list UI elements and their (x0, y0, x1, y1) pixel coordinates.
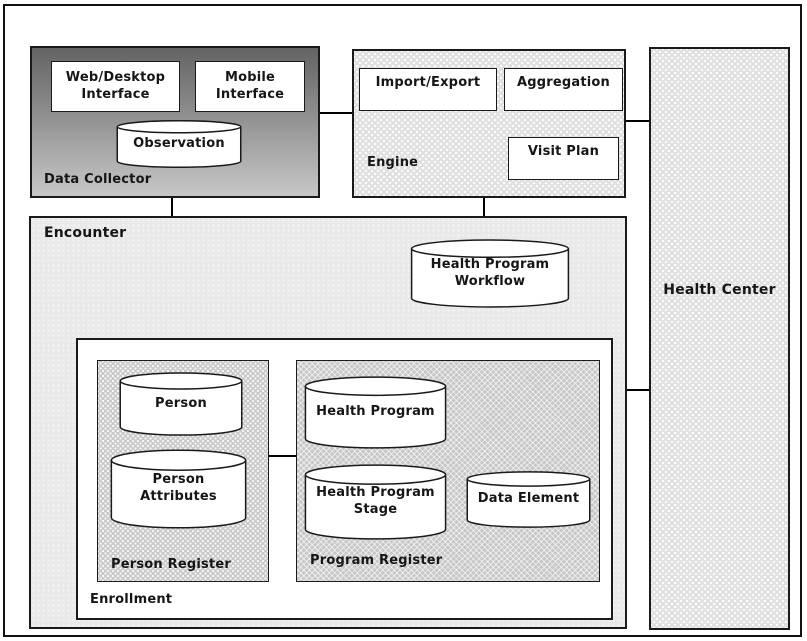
data-element-cylinder: Data Element (466, 471, 591, 528)
health-program-cylinder: Health Program (304, 376, 447, 449)
database-cylinder-icon (116, 120, 242, 168)
aggregation-label: Aggregation (516, 75, 611, 90)
data-collector-box: Web/Desktop Interface Mobile Interface O… (30, 46, 320, 198)
connector-engine-encounter (483, 197, 485, 218)
database-cylinder-icon (110, 449, 247, 529)
connector-engine-healthcenter (625, 120, 650, 122)
outer-border (3, 4, 802, 637)
visit-plan-label: Visit Plan (527, 144, 600, 159)
engine-box: Import/Export Aggregation Visit Plan Eng… (352, 49, 626, 198)
import-export-label: Import/Export (375, 75, 481, 90)
web-desktop-interface-node: Web/Desktop Interface (51, 61, 180, 112)
web-desktop-interface-label: Web/Desktop Interface (65, 69, 166, 102)
health-program-label: Health Program (316, 404, 435, 420)
person-register-label: Person Register (111, 557, 231, 572)
data-element-label: Data Element (477, 491, 580, 507)
visit-plan-node: Visit Plan (508, 137, 619, 180)
observation-cylinder: Observation (116, 120, 242, 168)
mobile-interface-label: Mobile Interface (215, 69, 285, 102)
aggregation-node: Aggregation (504, 68, 623, 111)
health-program-workflow-cylinder: Health Program Workflow (410, 239, 570, 308)
person-attributes-cylinder: Person Attributes (110, 449, 247, 529)
observation-label: Observation (133, 135, 225, 151)
person-attributes-label: Person Attributes (140, 472, 217, 504)
person-cylinder: Person (119, 372, 243, 436)
program-register-label: Program Register (310, 553, 443, 568)
mobile-interface-node: Mobile Interface (195, 61, 305, 112)
database-cylinder-icon (466, 471, 591, 528)
connector-encounter-healthcenter (626, 389, 650, 391)
connector-datacollector-engine (320, 112, 353, 114)
database-cylinder-icon (119, 372, 243, 436)
health-program-stage-cylinder: Health Program Stage (304, 464, 447, 540)
database-cylinder-icon (410, 239, 570, 308)
engine-label: Engine (367, 155, 419, 170)
program-register-box: Health Program Health Program Stage Data… (296, 360, 600, 582)
data-collector-label: Data Collector (44, 172, 152, 187)
health-program-stage-label: Health Program Stage (316, 485, 435, 517)
encounter-label: Encounter (44, 225, 127, 241)
database-cylinder-icon (304, 376, 447, 449)
import-export-node: Import/Export (359, 68, 497, 111)
connector-datacollector-encounter (171, 196, 173, 218)
database-cylinder-icon (304, 464, 447, 540)
health-center-label: Health Center (663, 282, 776, 298)
encounter-box: Encounter Health Program Workflow Enroll… (29, 216, 627, 629)
person-register-box: Person Person Attributes Person Register (97, 360, 269, 582)
connector-personregister-programregister (269, 455, 296, 457)
person-label: Person (155, 395, 207, 411)
health-center-box: Health Center (649, 47, 790, 630)
health-program-workflow-label: Health Program Workflow (430, 256, 550, 289)
enrollment-label: Enrollment (90, 592, 173, 607)
enrollment-box: Enrollment Person Person Attributes (76, 338, 613, 620)
